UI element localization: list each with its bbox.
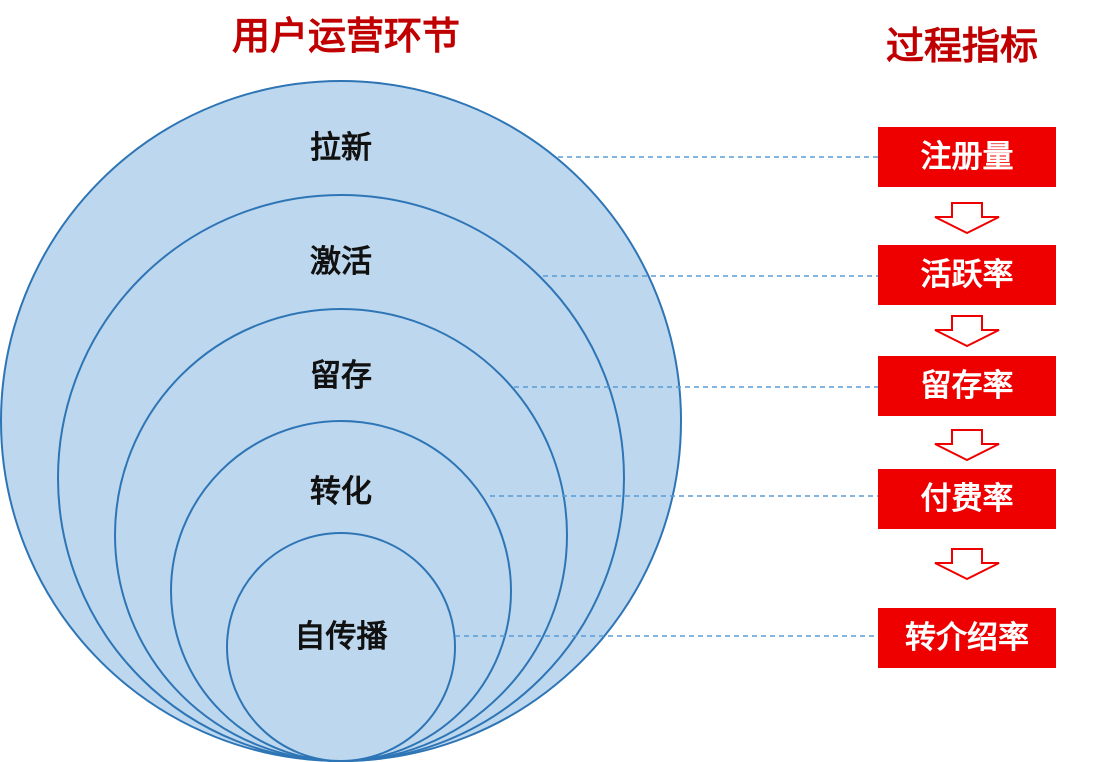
- down-arrow-icon: [934, 315, 1000, 348]
- stage-label-acquisition: 拉新: [310, 130, 372, 166]
- metric-box-active-rate: 活跃率: [878, 245, 1056, 305]
- metrics-heading: 过程指标: [886, 24, 1039, 68]
- stage-label-retention: 留存: [310, 358, 372, 394]
- stage-circle-referral: [226, 532, 456, 762]
- down-arrow-icon: [934, 429, 1000, 462]
- stage-label-activation: 激活: [310, 244, 372, 280]
- stages-heading: 用户运营环节: [232, 14, 461, 58]
- metric-box-payment-rate: 付费率: [878, 469, 1056, 529]
- stage-label-referral: 自传播: [294, 619, 388, 655]
- metric-box-referral-rate: 转介绍率: [878, 608, 1056, 668]
- down-arrow-icon: [934, 202, 1000, 235]
- metric-box-registrations: 注册量: [878, 127, 1056, 187]
- stage-label-conversion: 转化: [310, 474, 372, 510]
- down-arrow-icon: [934, 548, 1000, 581]
- metric-box-retention-rate: 留存率: [878, 356, 1056, 416]
